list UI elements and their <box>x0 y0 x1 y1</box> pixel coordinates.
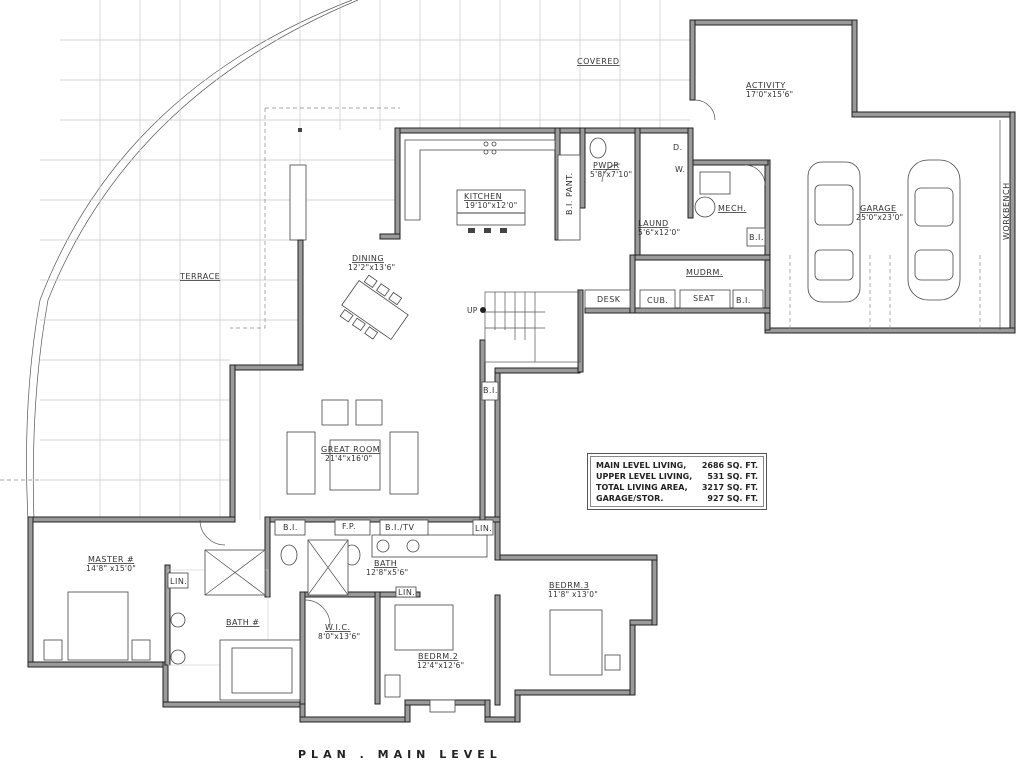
plan-title: PLAN . MAIN LEVEL <box>298 748 502 761</box>
door-swings <box>199 99 766 626</box>
svg-text:MECH.: MECH. <box>718 204 746 213</box>
summary-row: TOTAL LIVING AREA, 3217 SQ. FT. <box>596 482 758 493</box>
svg-text:B.I.: B.I. <box>283 523 298 532</box>
island-stools <box>468 228 507 233</box>
svg-text:17'0"x15'6": 17'0"x15'6" <box>746 90 793 99</box>
master-bed <box>67 591 129 661</box>
svg-text:DINING: DINING <box>352 254 384 263</box>
svg-text:12'8"x5'6": 12'8"x5'6" <box>366 568 408 577</box>
svg-text:B.I.: B.I. <box>736 296 751 305</box>
bedroom2-bed <box>394 604 454 651</box>
svg-text:F.P.: F.P. <box>342 522 356 531</box>
svg-text:ACTIVITY: ACTIVITY <box>746 81 786 90</box>
svg-text:TERRACE: TERRACE <box>179 272 220 281</box>
kitchen-island <box>456 189 526 226</box>
summary-row: MAIN LEVEL LIVING, 2686 SQ. FT. <box>596 460 758 471</box>
svg-text:KITCHEN: KITCHEN <box>464 192 502 201</box>
svg-text:LIN.: LIN. <box>398 588 415 597</box>
svg-text:LIN.: LIN. <box>475 524 492 533</box>
summary-label: MAIN LEVEL LIVING, <box>596 461 687 470</box>
svg-text:MASTER #: MASTER # <box>88 555 134 564</box>
svg-text:5'8"x7'10": 5'8"x7'10" <box>590 170 632 179</box>
svg-text:CUB.: CUB. <box>647 296 668 305</box>
svg-text:25'0"x23'0": 25'0"x23'0" <box>856 213 903 222</box>
svg-text:B.I./TV: B.I./TV <box>385 523 415 532</box>
svg-text:COVERED: COVERED <box>577 57 620 66</box>
svg-text:B.I.: B.I. <box>483 386 498 395</box>
svg-text:B.I.: B.I. <box>749 233 764 242</box>
summary-row: UPPER LEVEL LIVING, 531 SQ. FT. <box>596 471 758 482</box>
bedroom3-bed <box>549 609 603 676</box>
svg-text:21'4"x16'0": 21'4"x16'0" <box>325 454 372 463</box>
svg-text:8'0"x13'6": 8'0"x13'6" <box>318 632 360 641</box>
svg-text:12'2"x13'6": 12'2"x13'6" <box>348 263 395 272</box>
summary-value: 531 SQ. FT. <box>707 472 758 481</box>
summary-label: UPPER LEVEL LIVING, <box>596 472 693 481</box>
svg-text:5'6"x12'0": 5'6"x12'0" <box>638 228 680 237</box>
summary-value: 2686 SQ. FT. <box>701 461 758 470</box>
summary-value: 3217 SQ. FT. <box>701 483 758 492</box>
svg-text:11'8" x13'0": 11'8" x13'0" <box>548 590 598 599</box>
area-summary-box: MAIN LEVEL LIVING, 2686 SQ. FT. UPPER LE… <box>587 453 767 510</box>
svg-text:BEDRM.3: BEDRM.3 <box>549 581 589 590</box>
dining-table <box>339 274 409 341</box>
svg-text:MUDRM.: MUDRM. <box>686 268 723 277</box>
svg-text:12'4"x12'6": 12'4"x12'6" <box>417 661 464 670</box>
svg-text:B.I. PANT.: B.I. PANT. <box>565 172 574 215</box>
svg-text:SEAT: SEAT <box>693 294 715 303</box>
svg-text:14'8" x15'0": 14'8" x15'0" <box>86 564 136 573</box>
summary-value: 927 SQ. FT. <box>707 494 758 503</box>
svg-text:W.I.C.: W.I.C. <box>325 623 351 632</box>
stairs <box>480 291 581 363</box>
svg-text:DESK: DESK <box>597 295 621 304</box>
svg-text:GARAGE: GARAGE <box>860 204 897 213</box>
svg-text:BATH: BATH <box>374 559 397 568</box>
garage-cars <box>789 120 1001 330</box>
svg-text:19'10"x12'0": 19'10"x12'0" <box>465 201 517 210</box>
svg-text:LAUND: LAUND <box>638 219 669 228</box>
walls <box>27 19 1016 723</box>
svg-text:BATH #: BATH # <box>226 618 260 627</box>
svg-text:WORKBENCH: WORKBENCH <box>1002 182 1011 240</box>
terrace-area <box>0 0 690 521</box>
svg-text:LIN.: LIN. <box>170 577 187 586</box>
summary-label: GARAGE/STOR. <box>596 494 664 503</box>
room-labels: COVERED TERRACE ACTIVITY 17'0"x15'6" GAR… <box>86 57 1011 670</box>
summary-label: TOTAL LIVING AREA, <box>596 483 688 492</box>
svg-text:BEDRM.2: BEDRM.2 <box>418 652 458 661</box>
great-room-furniture <box>286 399 419 495</box>
svg-text:W.: W. <box>675 165 686 174</box>
svg-text:D.: D. <box>673 143 683 152</box>
built-in-labels: DESK CUB. SEAT B.I. B.I. B.I. F.P. B.I./… <box>167 143 766 598</box>
summary-row: GARAGE/STOR. 927 SQ. FT. <box>596 493 758 504</box>
svg-text:PWDR: PWDR <box>593 161 619 170</box>
svg-text:UP: UP <box>467 306 478 315</box>
svg-text:GREAT ROOM: GREAT ROOM <box>321 445 380 454</box>
